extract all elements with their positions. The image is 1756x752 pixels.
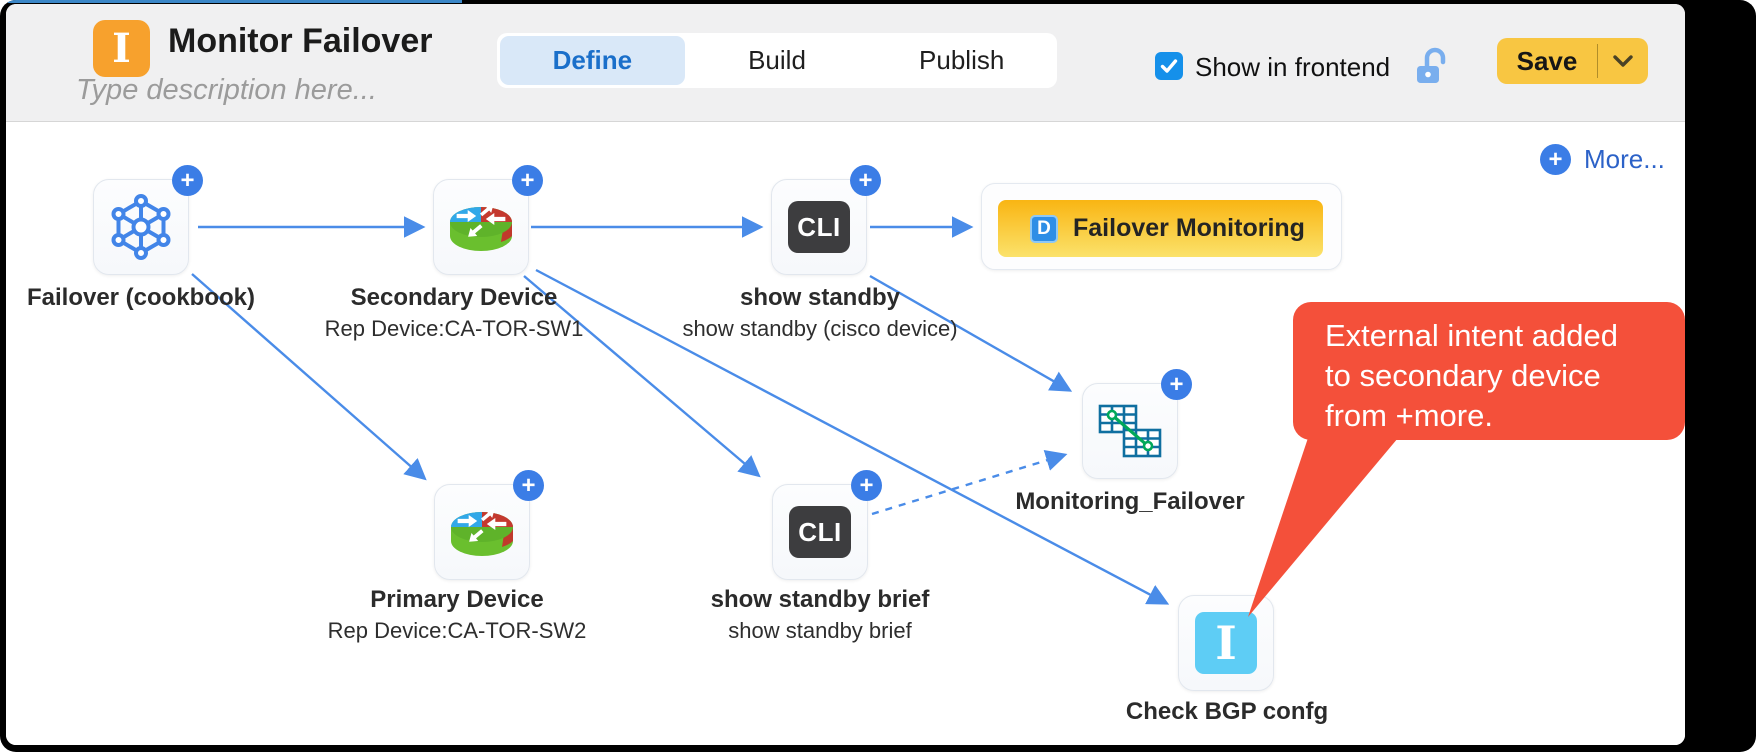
router-icon [450, 200, 512, 251]
save-divider [1597, 44, 1598, 78]
workflow-edges [191, 216, 1170, 605]
mode-tabbar: Define Build Publish [497, 33, 1057, 88]
intent-icon: I [1195, 612, 1257, 674]
callout-line: to secondary device [1325, 358, 1601, 393]
window-edge-sliver [8, 0, 462, 3]
node-label-failover-cookbook: Failover (cookbook) [26, 284, 256, 311]
node-secondary-device[interactable]: + [433, 165, 543, 275]
mesh-network-icon [111, 194, 171, 260]
node-failover-monitoring[interactable]: D Failover Monitoring [981, 183, 1342, 270]
add-node-button[interactable]: + [1161, 369, 1192, 400]
tab-define[interactable]: Define [500, 36, 685, 85]
node-monitoring-failover[interactable]: + [1082, 369, 1192, 479]
description-input[interactable]: Type description here... [76, 74, 377, 106]
node-sublabel-show-standby-brief: show standby brief [728, 618, 912, 643]
router-icon [451, 505, 513, 556]
show-in-frontend-checkbox[interactable] [1155, 52, 1183, 80]
callout-tail [1248, 432, 1403, 617]
tab-publish[interactable]: Publish [919, 45, 1005, 75]
node-show-standby-brief[interactable]: CLI + [772, 470, 882, 580]
add-node-button[interactable]: + [513, 470, 544, 501]
cli-icon: CLI [789, 506, 851, 558]
more-button-label: More... [1584, 144, 1665, 174]
node-check-bgp-confg[interactable]: I [1178, 595, 1274, 691]
add-node-button[interactable]: + [851, 470, 882, 501]
cli-icon: CLI [788, 201, 850, 253]
node-primary-device[interactable]: + [434, 470, 544, 580]
data-table-icon [1098, 404, 1162, 458]
node-sublabel-show-standby: show standby (cisco device) [682, 316, 958, 341]
page-title: Monitor Failover [168, 22, 433, 60]
callout-text: External intent added to secondary devic… [1325, 316, 1618, 436]
dashboard-d-icon: D [1030, 214, 1058, 243]
failover-monitoring-button[interactable]: D Failover Monitoring [998, 200, 1323, 257]
plus-icon: + [1540, 144, 1571, 175]
node-show-standby[interactable]: CLI + [771, 165, 881, 275]
callout-line: from +more. [1325, 398, 1493, 433]
node-label-failover-monitoring: Failover Monitoring [1073, 214, 1305, 242]
intent-type-icon: I [93, 20, 150, 77]
chevron-down-icon [1612, 55, 1633, 67]
add-node-button[interactable]: + [512, 165, 543, 196]
node-sublabel-secondary-device: Rep Device:CA-TOR-SW1 [324, 316, 584, 341]
node-label-primary-device: Primary Device [370, 586, 544, 613]
checkmark-icon [1160, 59, 1178, 73]
node-sublabel-primary-device: Rep Device:CA-TOR-SW2 [327, 618, 587, 643]
show-in-frontend-label: Show in frontend [1195, 52, 1391, 82]
more-button[interactable]: + More... [1540, 144, 1665, 175]
unlock-icon[interactable] [1413, 46, 1453, 91]
save-button[interactable]: Save [1497, 38, 1648, 84]
callout-line: External intent added [1325, 318, 1618, 353]
node-label-monitoring-failover: Monitoring_Failover [1015, 488, 1245, 515]
node-label-secondary-device: Secondary Device [350, 284, 558, 311]
intent-editor-window: I Monitor Failover Type description here… [6, 4, 1685, 745]
add-node-button[interactable]: + [172, 165, 203, 196]
node-failover-cookbook[interactable]: + [93, 165, 203, 275]
header-bar: I Monitor Failover Type description here… [6, 4, 1685, 122]
tab-build[interactable]: Build [748, 45, 806, 75]
save-button-label: Save [1516, 45, 1578, 76]
open-padlock-icon [1417, 47, 1446, 83]
workflow-canvas[interactable]: + More... + Failover ( [6, 122, 1685, 745]
annotation-callout: External intent added to secondary devic… [1293, 302, 1685, 440]
node-label-show-standby: show standby [739, 284, 901, 311]
node-label-check-bgp-confg: Check BGP confg [1125, 698, 1329, 725]
add-node-button[interactable]: + [850, 165, 881, 196]
node-label-show-standby-brief: show standby brief [710, 586, 930, 613]
save-dropdown-button[interactable] [1598, 55, 1647, 67]
